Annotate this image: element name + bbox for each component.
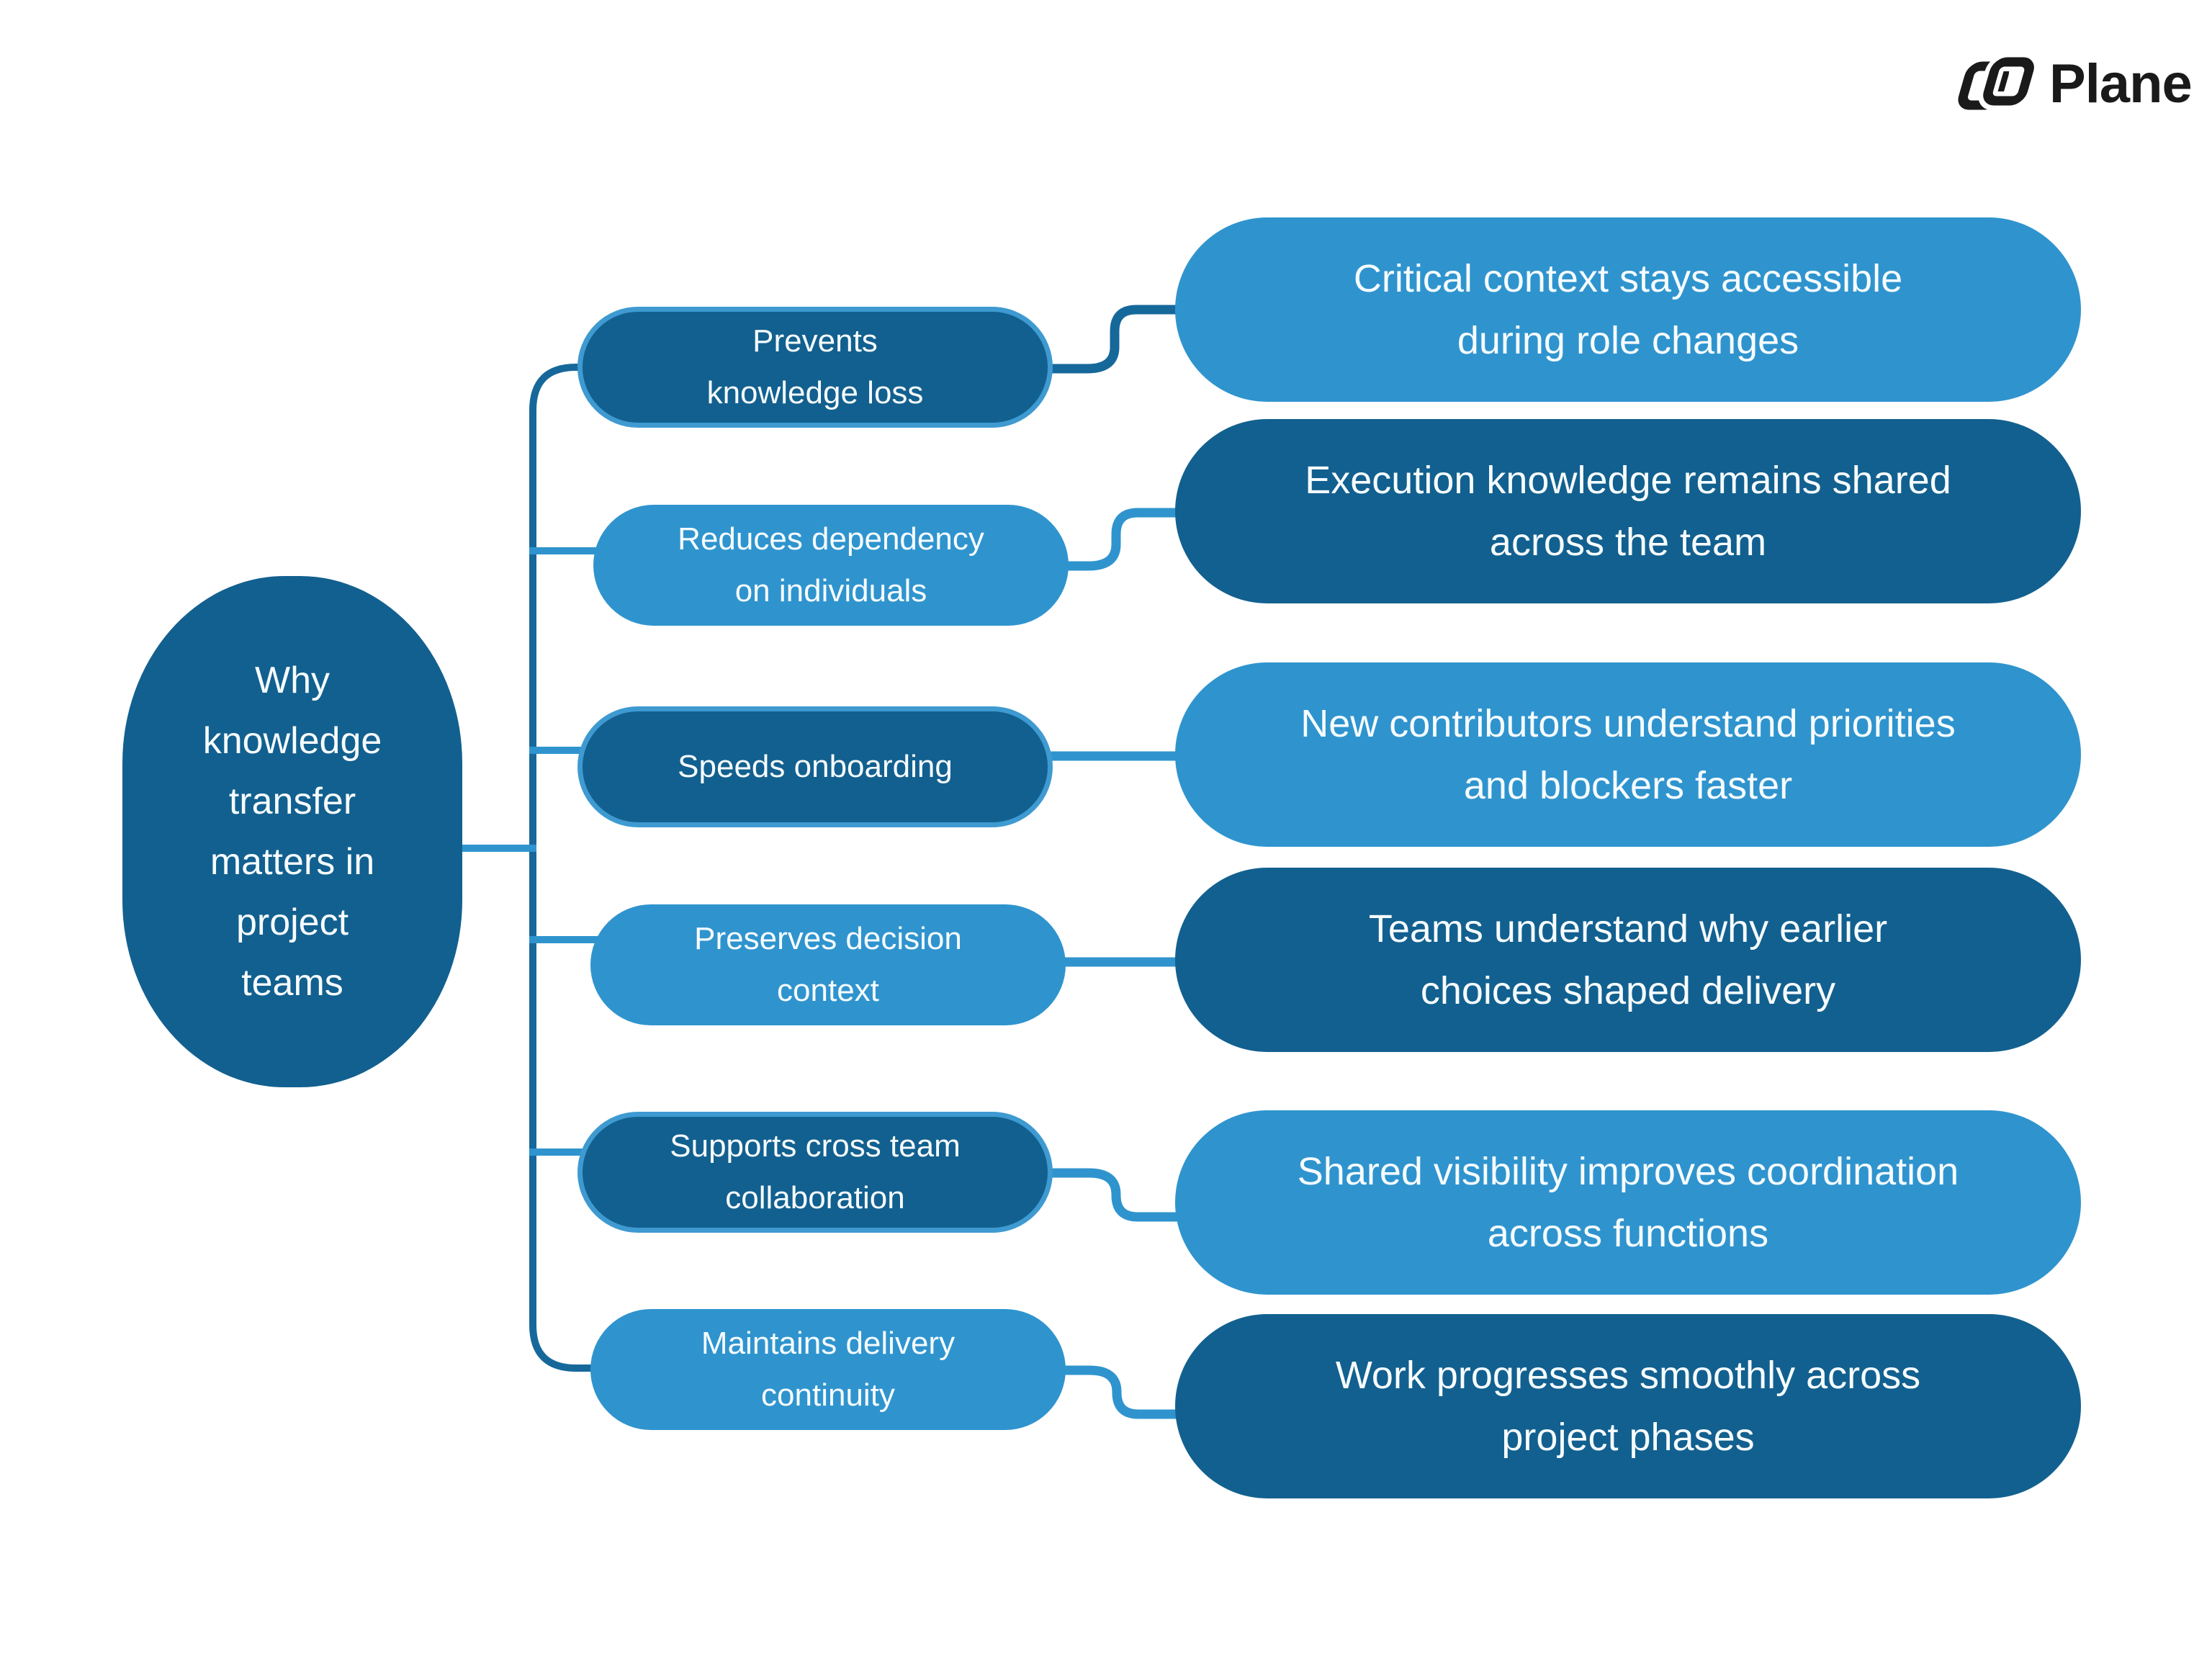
connector-2 [1058,508,1195,571]
plane-logo-icon [1958,53,2039,110]
branch-node-4: Preserves decision context [590,904,1066,1025]
spine-line [529,364,598,1372]
branch-node-3: Speeds onboarding [577,706,1053,827]
detail-node-3: New contributors understand priorities a… [1175,662,2081,847]
connector-1 [1037,305,1195,374]
branch-node-1: Prevents knowledge loss [577,307,1053,428]
connector-6 [1048,1365,1195,1419]
detail-node-1: Critical context stays accessible during… [1175,217,2081,402]
connector-5 [1037,1168,1195,1222]
plane-logo: Plane [1956,50,2193,117]
plane-logo-text: Plane [2049,53,2193,114]
branch-node-6: Maintains delivery continuity [590,1309,1066,1430]
branch-node-2: Reduces dependency on individuals [593,505,1069,626]
detail-node-6: Work progresses smoothly across project … [1175,1314,2081,1498]
detail-node-2: Execution knowledge remains shared acros… [1175,419,2081,603]
branch-node-5: Supports cross team collaboration [577,1112,1053,1233]
detail-node-5: Shared visibility improves coordination … [1175,1110,2081,1295]
detail-node-4: Teams understand why earlier choices sha… [1175,868,2081,1052]
central-topic-node: Why knowledge transfer matters in projec… [122,576,462,1087]
